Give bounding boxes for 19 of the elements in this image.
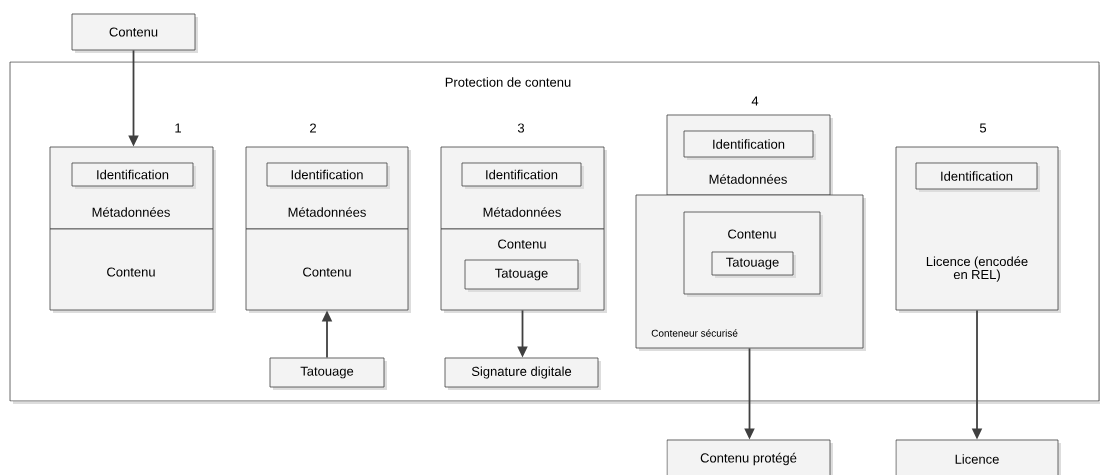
process-box: Tatouage (269, 357, 387, 390)
panel-number: 1 (175, 123, 181, 133)
panel-number: 3 (517, 123, 525, 133)
id-box: Identification (683, 130, 816, 160)
process-box: Contenu protégé (666, 439, 833, 475)
watermark-box: Tatouage (711, 251, 796, 278)
content-band: Contenu (245, 228, 411, 313)
id-box: Identification (461, 162, 584, 189)
content-band: Contenu (49, 228, 216, 313)
panel-number: 4 (751, 96, 759, 106)
panel-number: 2 (310, 123, 316, 133)
process-box: Licence (895, 439, 1061, 475)
watermark-box: Tatouage (464, 259, 581, 292)
process-box: Signature digitale (444, 357, 601, 390)
id-box: Identification (71, 162, 196, 189)
process-box: Contenu (71, 13, 198, 53)
id-box: Identification (266, 162, 390, 189)
id-box: Identification (915, 162, 1040, 192)
panel-number: 5 (979, 123, 987, 133)
